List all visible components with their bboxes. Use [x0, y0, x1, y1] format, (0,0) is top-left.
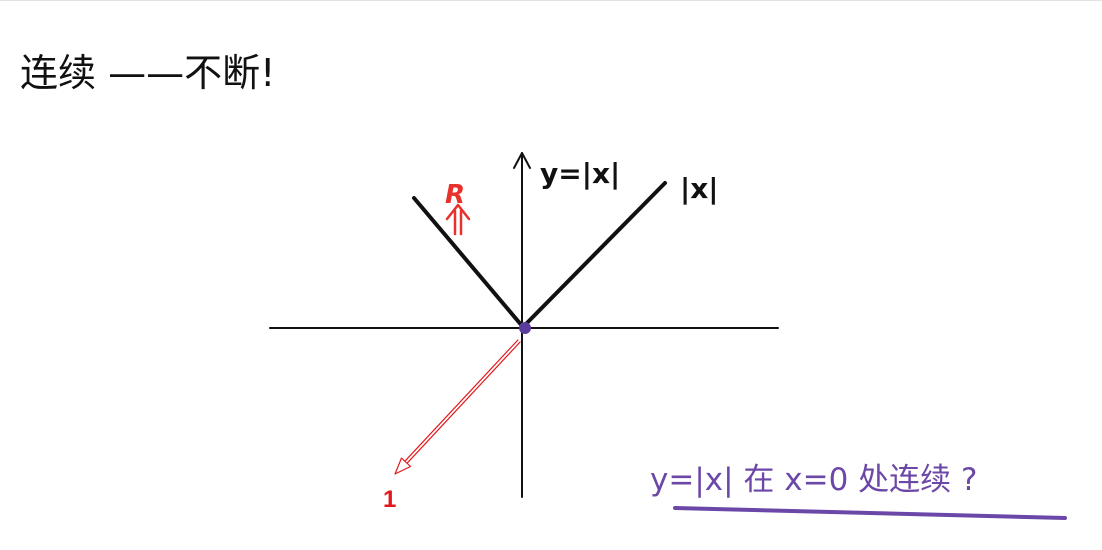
- side-mark-label: R: [445, 180, 465, 210]
- graph-left-branch: [412, 196, 525, 329]
- top-divider: [0, 0, 1102, 1]
- question-underline: [673, 506, 1067, 520]
- function-label: y=|x|: [540, 157, 620, 190]
- y-axis-arrow-icon: [513, 152, 531, 169]
- double-up-arrow-icon: [445, 203, 471, 236]
- continuity-question: y=|x| 在 x=0 处连续 ?: [650, 462, 977, 498]
- origin-point: [519, 322, 531, 334]
- slide-title: 连续 ——不断!: [20, 51, 276, 95]
- pointer-label: 1: [383, 486, 396, 513]
- graph-right-branch: [521, 181, 667, 329]
- pointer-arrow-icon: [394, 339, 521, 475]
- curve-label: |x|: [680, 172, 719, 205]
